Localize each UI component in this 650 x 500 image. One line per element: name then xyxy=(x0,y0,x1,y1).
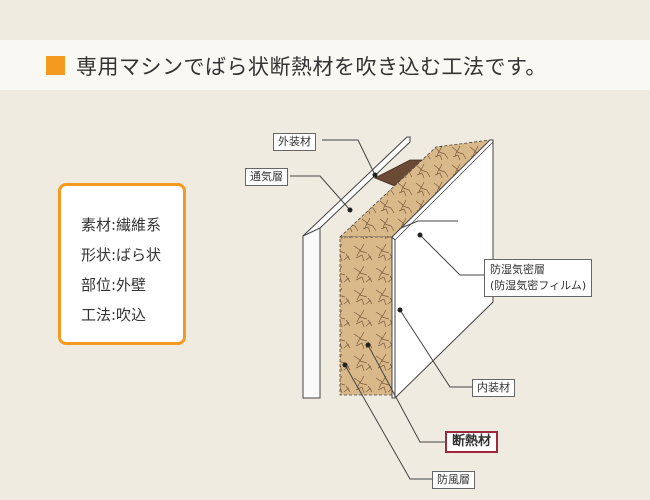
exterior-cladding xyxy=(302,136,411,399)
spec-location: 部位:外壁 xyxy=(81,276,147,294)
label-insulation: 断熱材 xyxy=(445,431,499,453)
title-bar xyxy=(0,40,650,90)
interior-board xyxy=(391,139,494,399)
title-marker-icon xyxy=(46,56,65,75)
label-interior-board: 内装材 xyxy=(472,379,515,397)
label-vapor-barrier: 防湿気密層 (防湿気密フィルム) xyxy=(484,259,593,297)
leader-dots xyxy=(342,172,423,368)
label-ventilation-layer: 通気層 xyxy=(245,168,288,186)
leader-lines xyxy=(290,139,484,480)
label-wind-barrier: 防風層 xyxy=(432,471,475,489)
spec-shape: 形状:ばら状 xyxy=(81,246,162,264)
spec-card: 素材:繊維系 形状:ばら状 部位:外壁 工法:吹込 xyxy=(58,183,186,345)
insulation-front xyxy=(339,236,393,396)
label-exterior-cladding: 外装材 xyxy=(273,133,316,151)
spec-method: 工法:吹込 xyxy=(81,306,147,324)
spec-material: 素材:繊維系 xyxy=(81,216,162,234)
page-title: 専用マシンでばら状断熱材を吹き込む工法です。 xyxy=(76,55,547,79)
